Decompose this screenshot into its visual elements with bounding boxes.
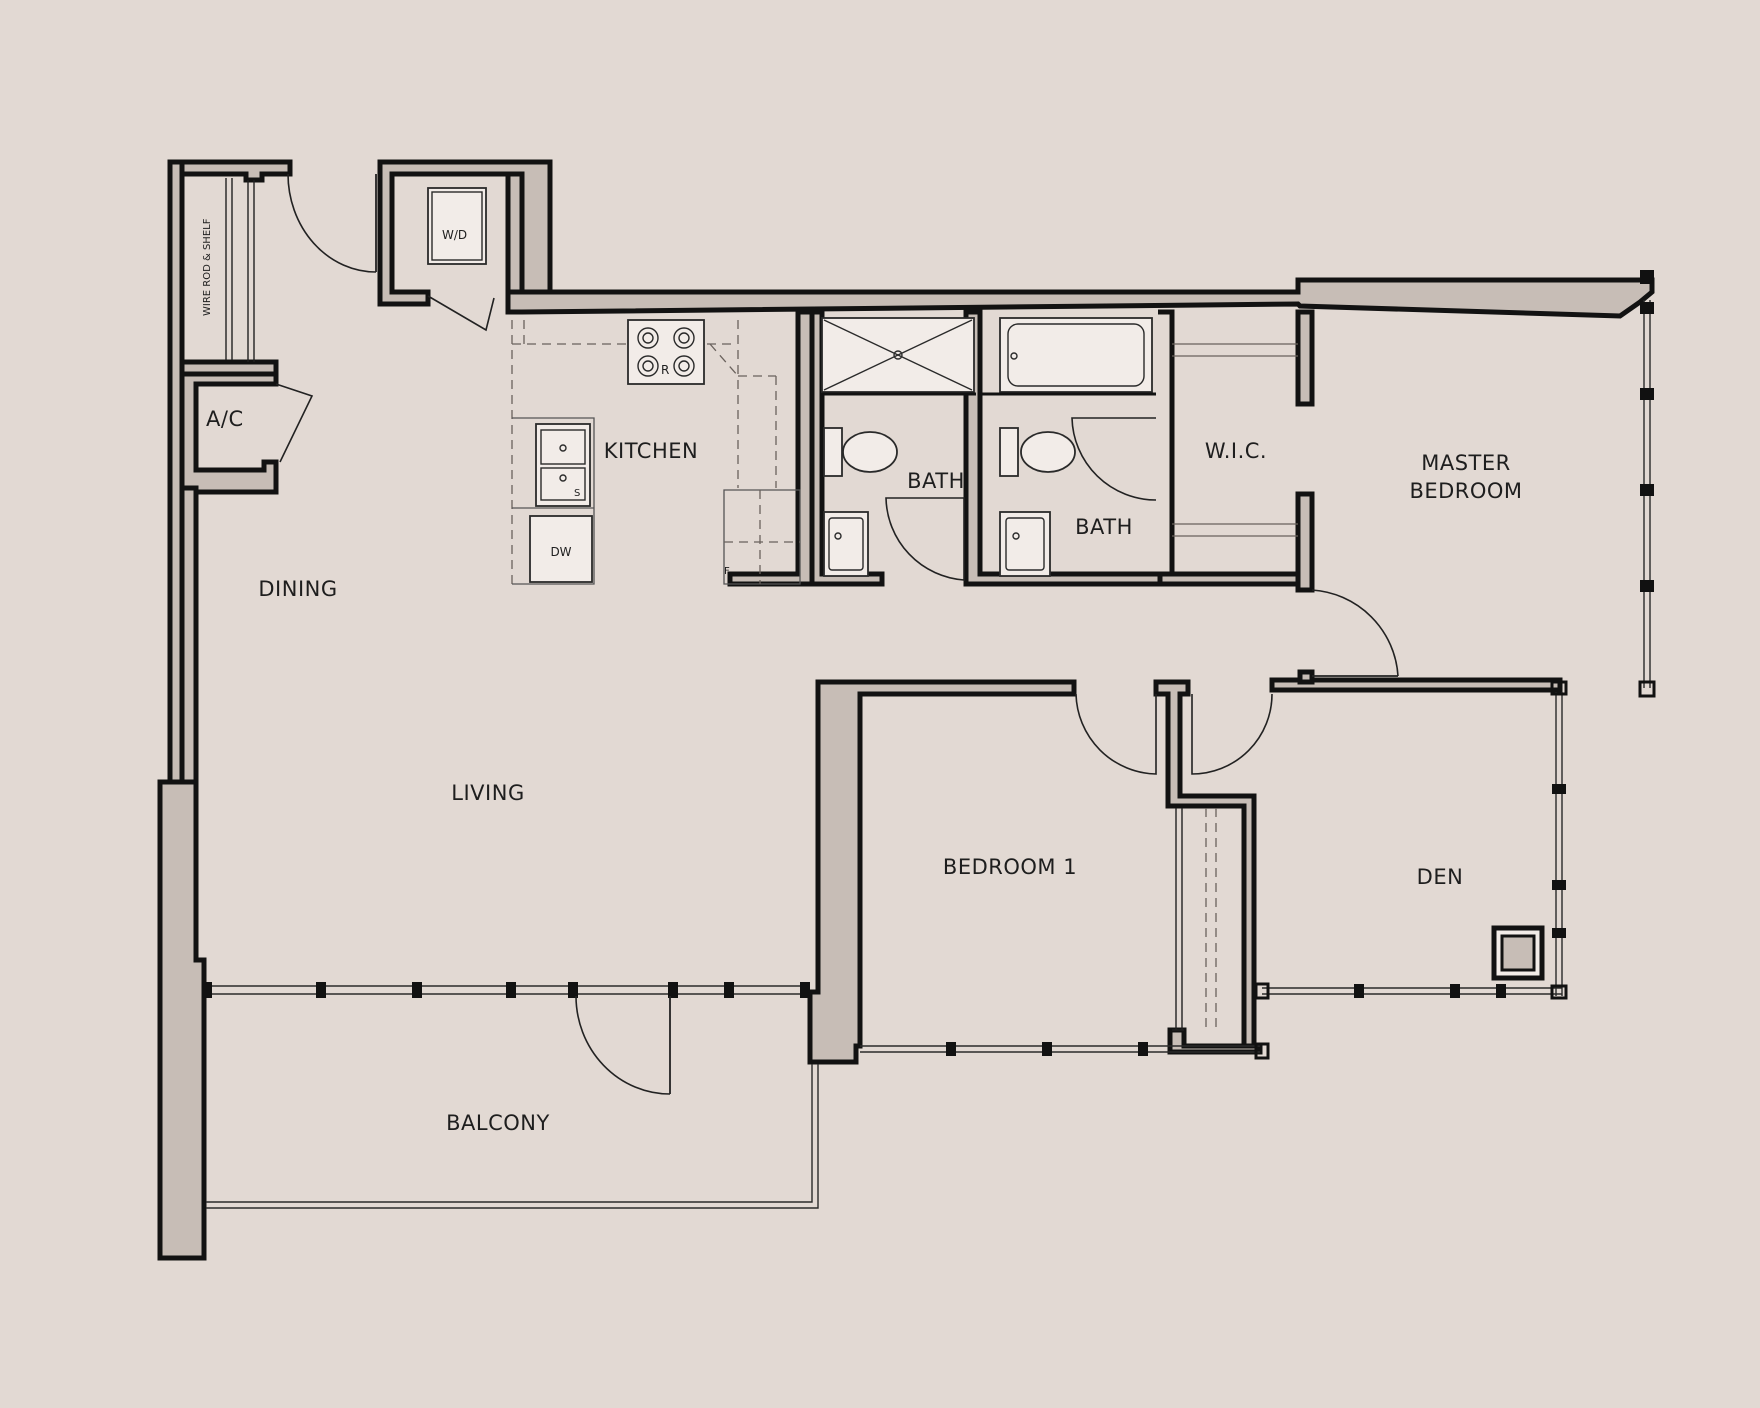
door-swing-icon xyxy=(1311,589,1399,677)
closet-note: WIRE ROD & SHELF xyxy=(202,218,213,316)
sink-label: S xyxy=(574,488,580,499)
bedroom1-closet xyxy=(1172,808,1217,1031)
bath2-closet-wall xyxy=(1157,309,1305,587)
entry-door[interactable] xyxy=(287,173,377,273)
room-label-master-line2: BEDROOM xyxy=(1409,479,1522,503)
washer-dryer-label: W/D xyxy=(442,228,467,242)
bath-2-fixtures xyxy=(980,317,1157,577)
door-swing-icon xyxy=(427,295,495,332)
den-partition xyxy=(1153,679,1263,1055)
kitchen-fixtures: R S DW F xyxy=(511,319,801,585)
washer-dryer: W/D xyxy=(427,187,495,332)
washer-dryer-icon xyxy=(427,187,487,265)
dishwasher-label: DW xyxy=(550,545,571,559)
closet-wall-top xyxy=(179,159,293,183)
bedroom1-living-wall xyxy=(807,679,1077,1065)
sink-icon: S xyxy=(535,423,591,507)
master-door-stub xyxy=(1297,669,1315,685)
window-mullion-icon xyxy=(202,270,1656,1060)
toilet-icon xyxy=(999,427,1076,477)
door-swing-icon xyxy=(1071,417,1157,501)
room-label-wic: W.I.C. xyxy=(1205,439,1267,463)
balcony-door[interactable] xyxy=(575,995,671,1095)
wic-shelves xyxy=(1172,343,1298,537)
door-swing-icon xyxy=(1191,693,1273,775)
wire-closet: WIRE ROD & SHELF xyxy=(202,178,255,362)
laundry-wall-right xyxy=(505,171,525,295)
room-labels: DINING LIVING KITCHEN BATH BATH W.I.C. M… xyxy=(258,439,1522,1135)
room-label-bath-1: BATH xyxy=(907,469,965,493)
master-bottom-wall xyxy=(1269,677,1563,693)
bathtub-icon xyxy=(999,317,1153,393)
bath-partition-left xyxy=(809,309,885,587)
top-exterior-wall xyxy=(505,277,1655,319)
room-label-kitchen: KITCHEN xyxy=(604,439,699,463)
door-swing-icon xyxy=(885,497,965,581)
door-swing-icon xyxy=(275,383,314,463)
fridge-label: F xyxy=(724,566,730,577)
windows xyxy=(204,300,1651,1209)
room-label-bedroom-1: BEDROOM 1 xyxy=(943,855,1077,879)
wic-wall-top xyxy=(1295,309,1315,407)
bath-1-fixtures xyxy=(821,317,976,581)
range-label: R xyxy=(661,363,669,377)
stove-burner-icon: R xyxy=(627,319,705,385)
door-swing-icon xyxy=(1075,693,1157,775)
room-label-master-line1: MASTER xyxy=(1421,451,1511,475)
room-label-living: LIVING xyxy=(451,781,524,805)
ac-label: A/C xyxy=(206,407,244,431)
door-swing-icon xyxy=(575,995,671,1095)
door-swing-icon xyxy=(287,173,377,273)
ac-enclosure-wall xyxy=(179,371,279,495)
sink-icon xyxy=(999,511,1051,577)
room-label-bath-2: BATH xyxy=(1075,515,1133,539)
left-exterior-wall-column xyxy=(157,779,207,1261)
walls xyxy=(157,159,1655,1261)
room-label-den: DEN xyxy=(1417,865,1464,889)
sink-icon xyxy=(823,511,869,577)
room-label-dining: DINING xyxy=(258,577,337,601)
room-label-balcony: BALCONY xyxy=(446,1111,550,1135)
wic-wall-bottom xyxy=(1295,491,1315,593)
toilet-icon xyxy=(823,427,898,477)
shower-icon xyxy=(821,317,975,393)
dishwasher xyxy=(529,515,593,583)
